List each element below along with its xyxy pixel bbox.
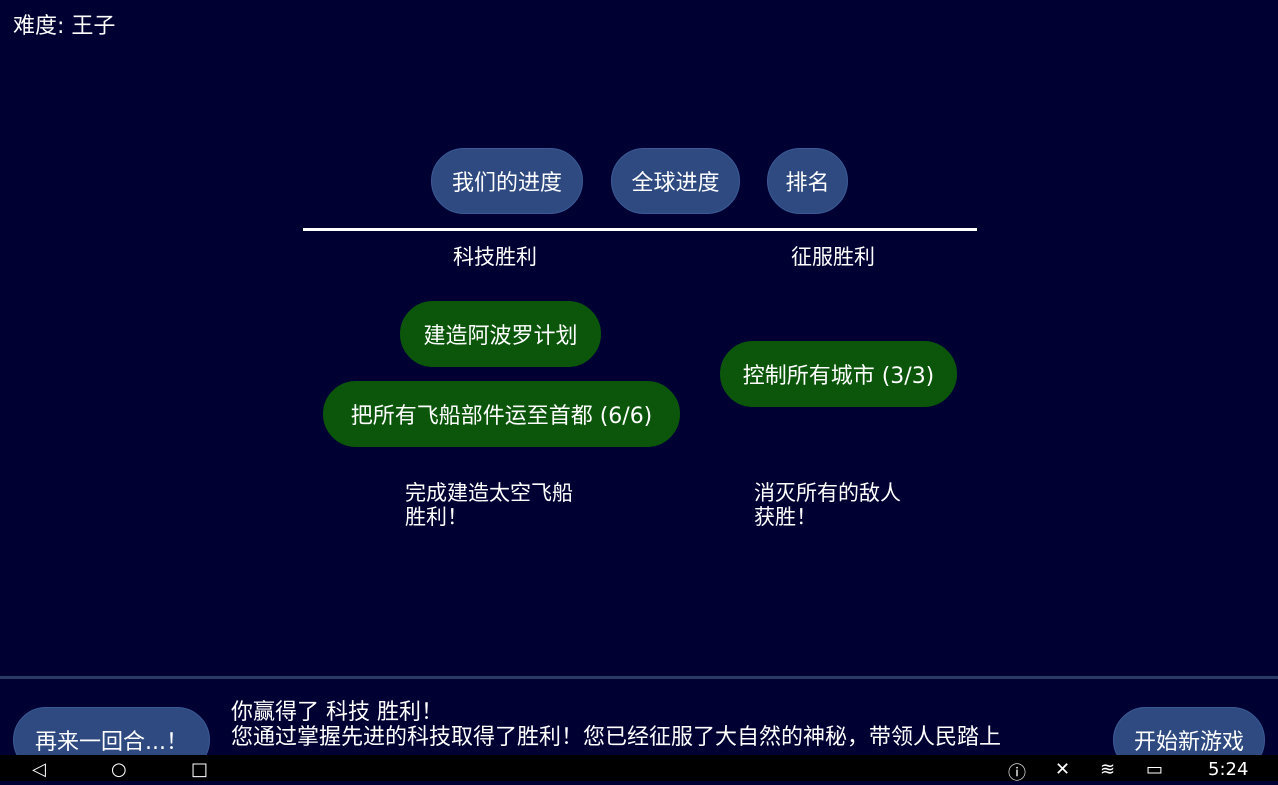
science-description: 完成建造太空飞船 胜利！ <box>405 481 573 529</box>
domination-description: 消灭所有的敌人 获胜！ <box>754 481 901 529</box>
victory-message-title: 你赢得了 科技 胜利！ <box>231 700 443 725</box>
home-icon[interactable]: ○ <box>111 759 127 780</box>
description-line: 完成建造太空飞船 <box>405 481 573 505</box>
victory-message: 你赢得了 科技 胜利！ 您通过掌握先进的科技取得了胜利！您已经征服了大自然的神秘… <box>231 700 1091 752</box>
tab-global-progress[interactable]: 全球进度 <box>611 148 740 214</box>
goal-capture-cities: 控制所有城市 (3/3) <box>720 341 957 407</box>
mute-icon: ✕ <box>1055 759 1071 780</box>
system-nav-bar: ◁ ○ □ ⓘ ✕ ≋ ▭ 5:24 <box>0 755 1278 784</box>
clock: 5:24 <box>1208 759 1249 780</box>
description-line: 消灭所有的敌人 <box>754 481 901 505</box>
wifi-icon: ≋ <box>1100 759 1116 780</box>
tab-rankings[interactable]: 排名 <box>767 148 848 214</box>
footer-separator <box>0 676 1278 679</box>
difficulty-label: 难度: 王子 <box>13 14 116 39</box>
recents-icon[interactable]: □ <box>191 759 209 780</box>
domination-victory-title: 征服胜利 <box>791 245 875 269</box>
goal-spaceship-parts: 把所有飞船部件运至首都 (6/6) <box>323 381 680 447</box>
goal-apollo-program: 建造阿波罗计划 <box>400 301 601 367</box>
description-line: 获胜！ <box>754 505 817 529</box>
tab-our-progress[interactable]: 我们的进度 <box>431 148 583 214</box>
victory-message-body: 您通过掌握先进的科技取得了胜利！您已经征服了大自然的神秘，带领人民踏上 <box>231 725 1002 750</box>
back-icon[interactable]: ◁ <box>32 759 46 780</box>
description-line: 胜利！ <box>405 505 468 529</box>
info-icon: ⓘ <box>1008 763 1026 784</box>
divider <box>303 228 977 231</box>
battery-icon: ▭ <box>1146 759 1164 780</box>
science-victory-title: 科技胜利 <box>453 245 537 269</box>
